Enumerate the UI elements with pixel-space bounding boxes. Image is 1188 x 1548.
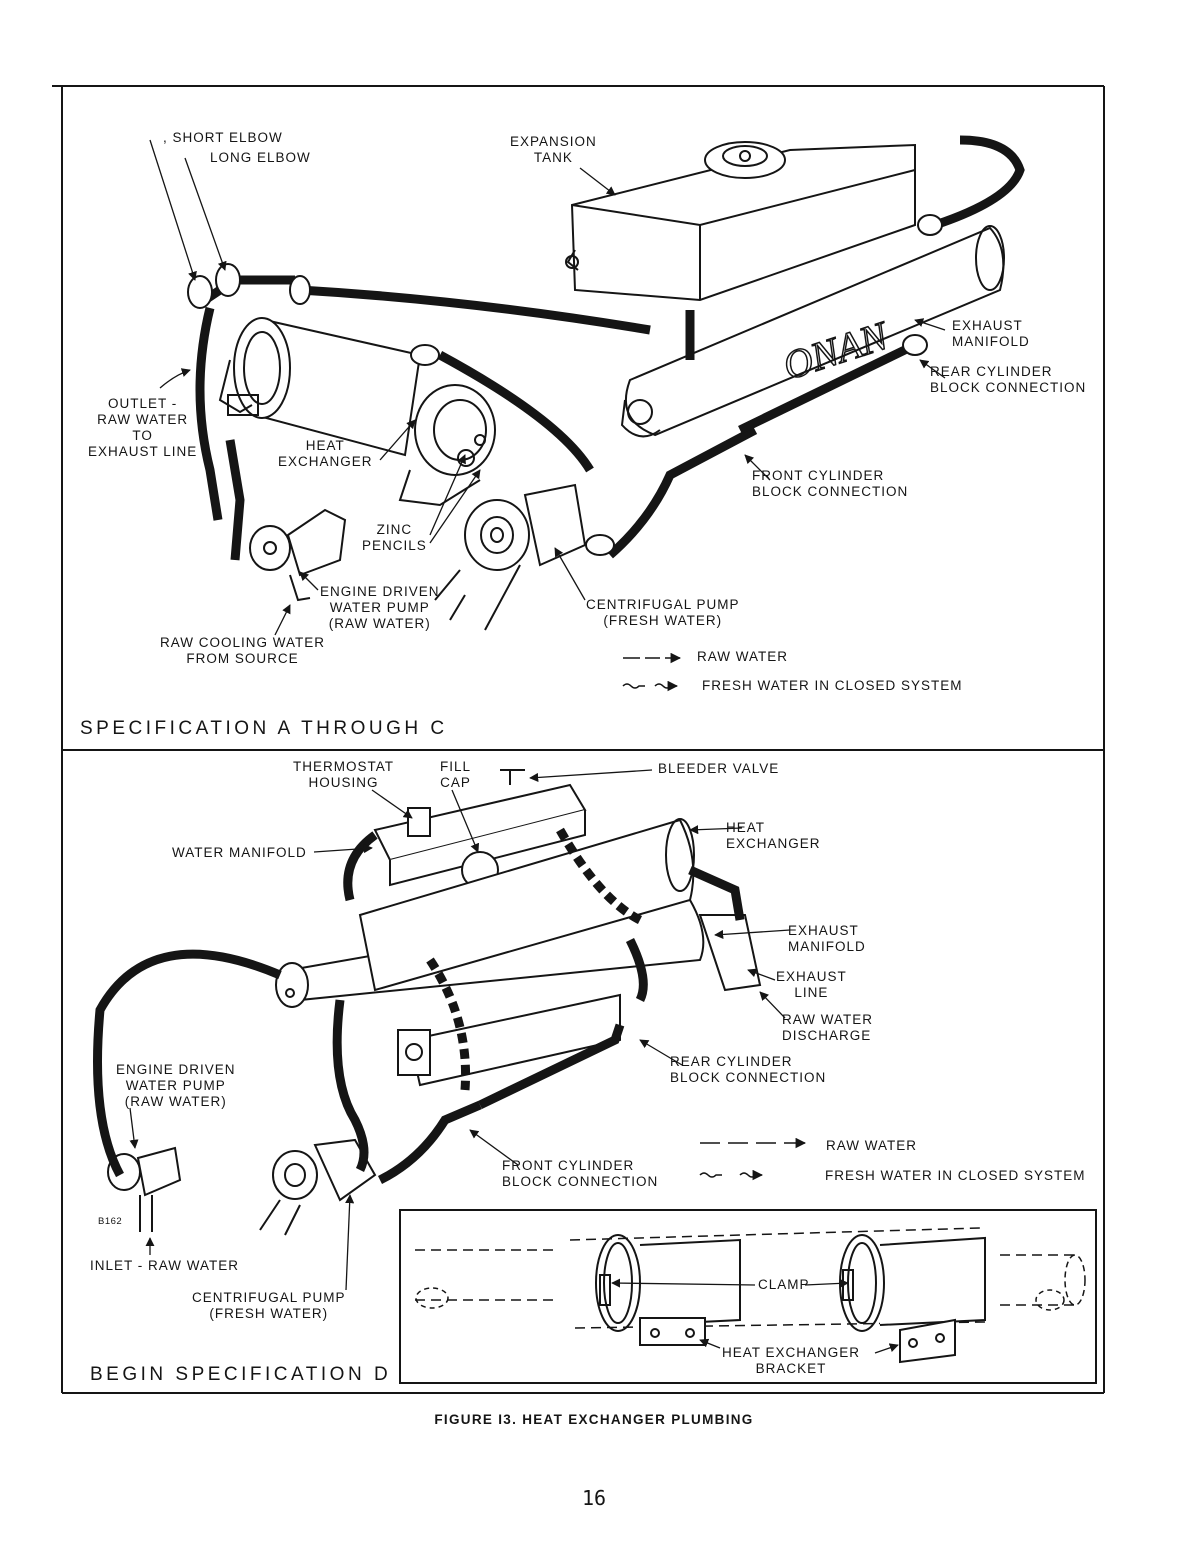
lower-heat-exchanger-shape bbox=[358, 818, 695, 992]
lower-engine-pump-shape bbox=[107, 1146, 182, 1232]
label-expansion-tank: EXPANSION TANK bbox=[510, 134, 597, 165]
label-exhaust-line: EXHAUST LINE bbox=[776, 969, 847, 1000]
title-spec-a-through-c: SPECIFICATION A THROUGH C bbox=[80, 718, 448, 739]
label-engine-pump-upper: ENGINE DRIVEN WATER PUMP (RAW WATER) bbox=[320, 584, 440, 631]
label-figure-code: B162 bbox=[98, 1216, 123, 1227]
water-manifold-shape bbox=[373, 769, 587, 889]
heat-exchanger-shape bbox=[218, 317, 422, 457]
exhaust-manifold-shape bbox=[620, 225, 1005, 438]
upper-leader-lines bbox=[149, 139, 946, 636]
label-raw-cooling-water: RAW COOLING WATER FROM SOURCE bbox=[160, 635, 325, 666]
label-centrifugal-pump-lower: CENTRIFUGAL PUMP (FRESH WATER) bbox=[192, 1290, 346, 1321]
figure-frame bbox=[52, 85, 1105, 1394]
label-outlet-raw-water: OUTLET - RAW WATER TO EXHAUST LINE bbox=[88, 396, 198, 459]
label-centrifugal-pump-upper: CENTRIFUGAL PUMP (FRESH WATER) bbox=[586, 597, 740, 628]
label-raw-water-discharge: RAW WATER DISCHARGE bbox=[782, 1012, 873, 1043]
upper-engine-illustration: ONAN bbox=[187, 135, 1025, 631]
expansion-tank-shape bbox=[565, 141, 916, 302]
label-heat-exchanger-bracket: HEAT EXCHANGER BRACKET bbox=[722, 1345, 861, 1376]
upper-centrifugal-pump-shape bbox=[434, 483, 587, 631]
upper-legend-marks bbox=[622, 658, 680, 688]
upper-elbows bbox=[187, 214, 943, 556]
lower-engine-illustration bbox=[93, 769, 762, 1236]
label-heat-exchanger-upper: HEAT EXCHANGER bbox=[278, 438, 373, 469]
label-exhaust-manifold-lower: EXHAUST MANIFOLD bbox=[788, 923, 866, 954]
label-thermostat-housing: THERMOSTAT HOUSING bbox=[293, 759, 394, 790]
label-short-elbow: , SHORT ELBOW bbox=[163, 130, 283, 145]
lower-centrifugal-pump-shape bbox=[259, 1138, 377, 1236]
legend-fresh-water-lower: FRESH WATER IN CLOSED SYSTEM bbox=[825, 1168, 1086, 1183]
label-bleeder-valve: BLEEDER VALVE bbox=[658, 761, 780, 776]
label-water-manifold: WATER MANIFOLD bbox=[172, 845, 307, 860]
label-front-cylinder-lower: FRONT CYLINDER BLOCK CONNECTION bbox=[502, 1158, 659, 1189]
label-clamp: CLAMP bbox=[758, 1277, 810, 1292]
upper-fresh-water-pipes bbox=[299, 135, 1025, 360]
label-engine-pump-lower: ENGINE DRIVEN WATER PUMP (RAW WATER) bbox=[116, 1062, 236, 1109]
label-heat-exchanger-lower: HEAT EXCHANGER bbox=[726, 820, 821, 851]
page-number: 16 bbox=[581, 1486, 607, 1510]
title-begin-spec-d: BEGIN SPECIFICATION D bbox=[90, 1364, 392, 1385]
lower-leader-lines bbox=[129, 769, 791, 1291]
upper-raw-water-pipes bbox=[195, 275, 917, 561]
label-rear-cylinder-upper: REAR CYLINDER BLOCK CONNECTION bbox=[930, 364, 1087, 395]
label-zinc-pencils: ZINC PENCILS bbox=[362, 522, 427, 553]
label-long-elbow: LONG ELBOW bbox=[210, 150, 311, 165]
clamp-detail-illustration bbox=[415, 1227, 1086, 1364]
lower-legend-marks bbox=[699, 1143, 805, 1177]
label-fill-cap: FILL CAP bbox=[440, 759, 472, 790]
label-rear-cylinder-lower: REAR CYLINDER BLOCK CONNECTION bbox=[670, 1054, 827, 1085]
label-front-cylinder-upper: FRONT CYLINDER BLOCK CONNECTION bbox=[752, 468, 909, 499]
lower-pipes bbox=[93, 827, 745, 1185]
lower-rear-block-shape bbox=[397, 993, 621, 1087]
legend-fresh-water-upper: FRESH WATER IN CLOSED SYSTEM bbox=[702, 678, 963, 693]
legend-raw-water-upper: RAW WATER bbox=[697, 649, 788, 664]
figure-caption: FIGURE I3. HEAT EXCHANGER PLUMBING bbox=[434, 1412, 754, 1427]
label-inlet-raw-water: INLET - RAW WATER bbox=[90, 1258, 240, 1273]
clamp-leader-lines bbox=[611, 1278, 899, 1354]
legend-raw-water-lower: RAW WATER bbox=[826, 1138, 917, 1153]
label-exhaust-manifold-upper: EXHAUST MANIFOLD bbox=[952, 318, 1030, 349]
upper-raw-pump-shape bbox=[398, 384, 496, 507]
upper-engine-pump-shape bbox=[249, 508, 347, 602]
